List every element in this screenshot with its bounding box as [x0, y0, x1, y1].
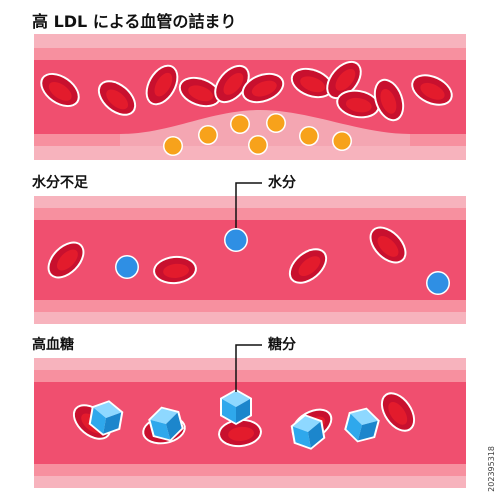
panel-title-hyperglycemia: 高血糖: [32, 337, 74, 353]
callout-line-water: [235, 182, 262, 228]
cholesterol-particles: [163, 113, 352, 156]
panel-title-ldl: 高 LDL による血管の詰まり: [32, 12, 237, 31]
panel-title-dehydration: 水分不足: [32, 175, 88, 191]
callout-sugar-label: 糖分: [268, 337, 296, 353]
stock-id-credit: 202395318: [487, 446, 496, 492]
vessel-dehydration: [34, 196, 466, 324]
callout-water-label: 水分: [268, 175, 296, 191]
water-droplets: [115, 228, 450, 295]
callout-line-sugar: [235, 344, 262, 392]
